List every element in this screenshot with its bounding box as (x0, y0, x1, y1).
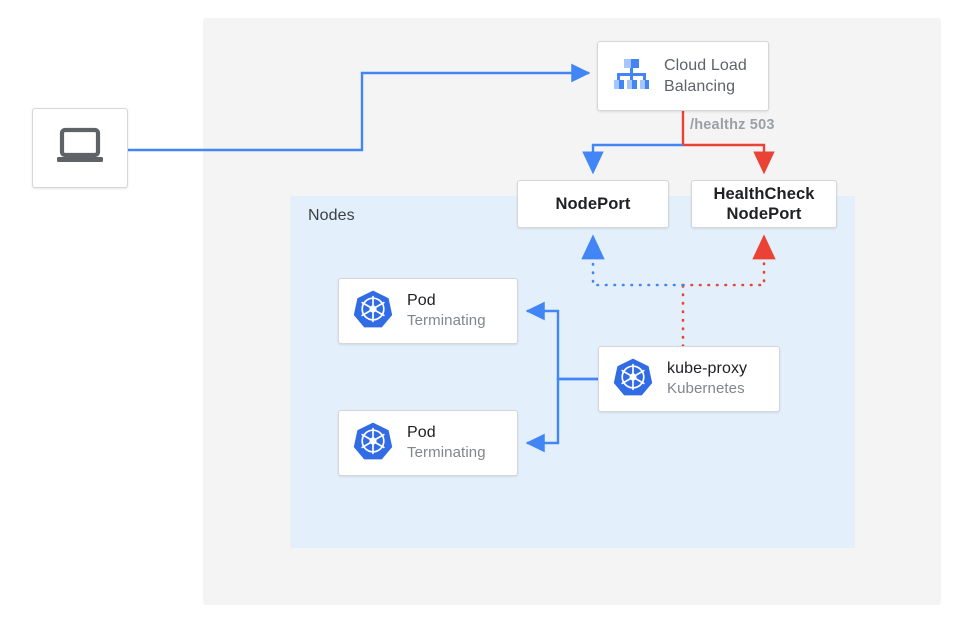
hc-label-line1: HealthCheck (713, 185, 815, 203)
healthcheck-nodeport-node[interactable]: HealthCheck NodePort (691, 180, 837, 228)
client-node[interactable] (32, 108, 128, 188)
lb-label-line1: Cloud Load (664, 57, 747, 74)
nodeport-label: NodePort (555, 195, 631, 213)
nodeport-node[interactable]: NodePort (517, 180, 669, 228)
pod-2-labels: Pod Terminating (407, 423, 486, 463)
cloud-load-balancing-icon (610, 53, 652, 100)
pod-1-labels: Pod Terminating (407, 291, 486, 331)
pod-2-status: Terminating (407, 444, 486, 461)
kube-proxy-labels: kube-proxy Kubernetes (667, 359, 747, 399)
healthcheck-nodeport-label: HealthCheck NodePort (713, 184, 814, 224)
pod-node-2[interactable]: Pod Terminating (338, 410, 518, 476)
kubernetes-icon (353, 421, 393, 466)
cloud-load-balancing-label: Cloud Load Balancing (664, 55, 747, 97)
kubernetes-icon (613, 357, 653, 402)
hc-label-line2: NodePort (726, 205, 802, 223)
laptop-icon (54, 126, 106, 171)
kube-proxy-subtitle: Kubernetes (667, 380, 745, 397)
kubernetes-icon (353, 289, 393, 334)
pod-1-status: Terminating (407, 312, 486, 329)
healthz-status-label: /healthz 503 (690, 117, 775, 133)
kube-proxy-title: kube-proxy (667, 360, 748, 377)
pod-2-title: Pod (407, 424, 436, 441)
pod-1-title: Pod (407, 292, 436, 309)
cloud-load-balancing-node[interactable]: Cloud Load Balancing (597, 41, 769, 111)
kube-proxy-node[interactable]: kube-proxy Kubernetes (598, 346, 780, 412)
lb-label-line2: Balancing (664, 78, 736, 95)
nodes-panel-label: Nodes (308, 207, 355, 224)
pod-node-1[interactable]: Pod Terminating (338, 278, 518, 344)
